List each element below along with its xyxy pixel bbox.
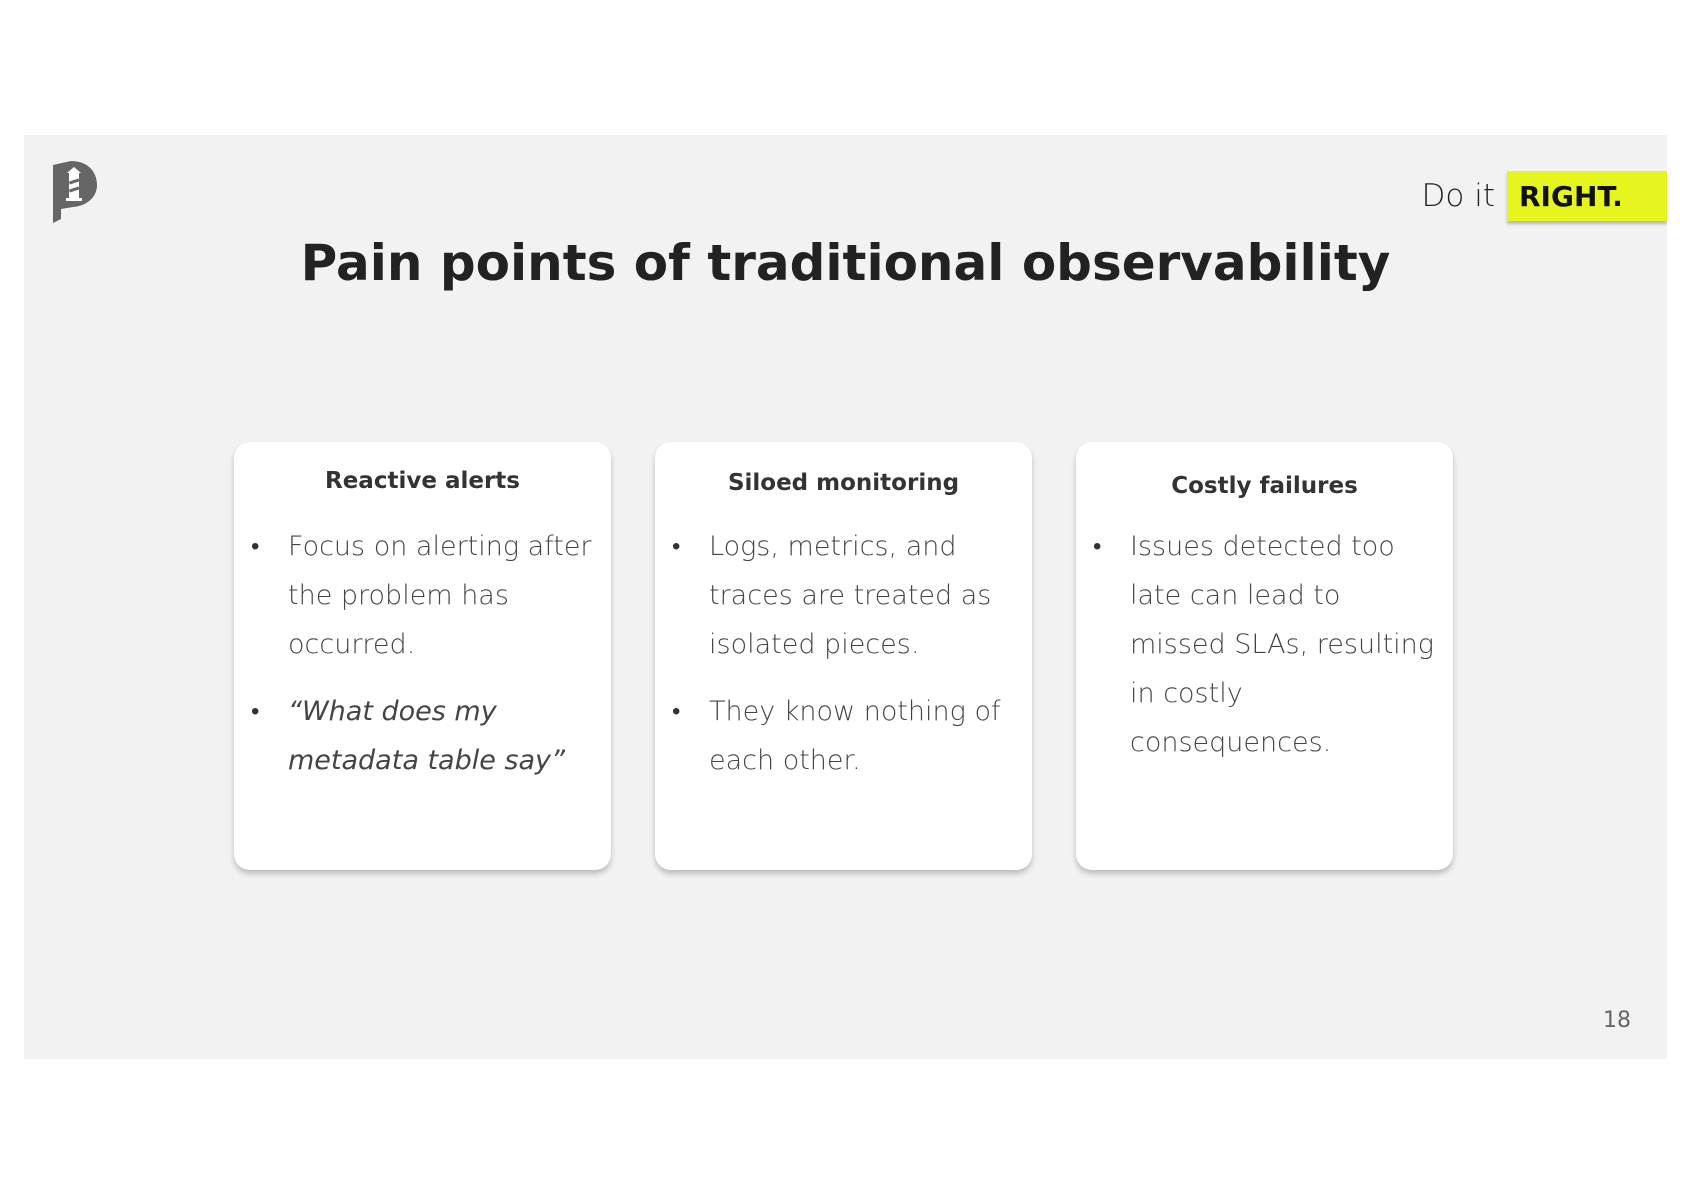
card-heading: Siloed monitoring [727,470,960,496]
bullet-text: Logs, metrics, and traces are treated as… [709,531,992,660]
bullet-list: • Focus on alerting after the problem ha… [234,522,611,803]
bullet-text: They know nothing of each other. [709,696,1001,776]
lighthouse-logo-icon [53,161,97,223]
bullet-list: • Logs, metrics, and traces are treated … [655,522,1032,803]
bullet-item: • They know nothing of each other. [655,687,1032,785]
bullet-text-quote: “What does my metadata table say” [288,696,565,776]
page-number: 18 [1603,1008,1631,1033]
bullet-dot-icon: • [672,532,681,560]
tagline: Do it RIGHT. [1422,171,1667,221]
tagline-prefix: Do it [1421,178,1495,214]
bullet-dot-icon: • [251,532,260,560]
bullet-text: Focus on alerting after the problem has … [288,531,592,660]
slide: Do it RIGHT. Pain points of traditional … [24,135,1667,1059]
bullet-dot-icon: • [1093,532,1102,560]
bullet-dot-icon: • [672,697,681,725]
bullet-item: • Focus on alerting after the problem ha… [234,522,611,669]
bullet-dot-icon: • [251,697,260,725]
bullet-text: Issues detected too late can lead to mis… [1130,531,1434,758]
card-reactive-alerts: Reactive alerts • Focus on alerting afte… [234,442,611,870]
slide-title: Pain points of traditional observability [300,234,1391,292]
card-heading: Reactive alerts [325,468,520,494]
card-siloed-monitoring: Siloed monitoring • Logs, metrics, and t… [655,442,1032,870]
bullet-list: • Issues detected too late can lead to m… [1076,522,1453,785]
card-heading: Costly failures [1171,473,1358,499]
bullet-item: • Issues detected too late can lead to m… [1076,522,1453,767]
bullet-item: • Logs, metrics, and traces are treated … [655,522,1032,669]
card-costly-failures: Costly failures • Issues detected too la… [1076,442,1453,870]
bullet-item: • “What does my metadata table say” [234,687,611,785]
tagline-badge: RIGHT. [1507,171,1667,221]
